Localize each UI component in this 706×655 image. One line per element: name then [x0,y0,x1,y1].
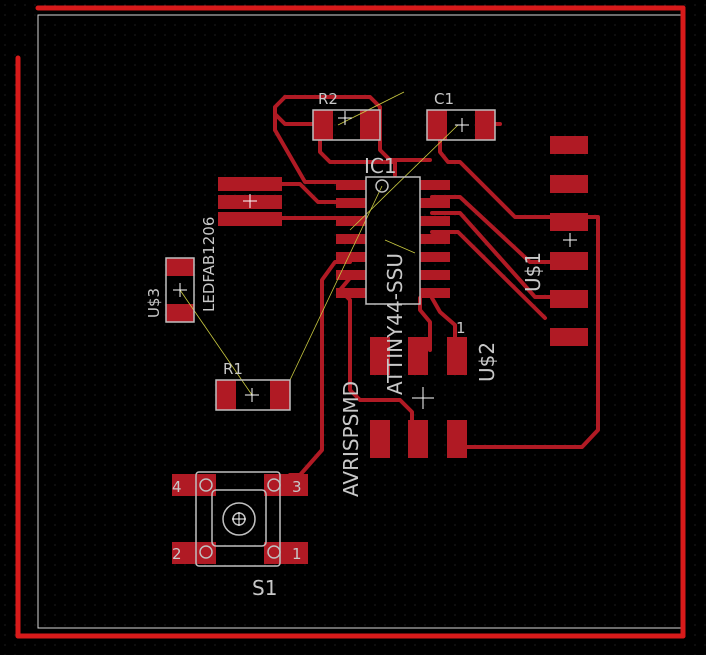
board-border [15,5,686,639]
label-r1: R1 [223,360,243,378]
label-ic1-value: ATTINY44-SSU [383,253,407,395]
label-s1: S1 [252,576,277,600]
label-s1-pin2: 2 [172,545,182,563]
label-s1-pin3: 3 [292,478,302,496]
label-s1-pin4: 4 [172,478,182,496]
label-s1-pin1: 1 [292,545,302,563]
label-led: LEDFAB1206 [200,217,218,312]
label-c1: C1 [434,90,454,108]
silkscreen [165,109,496,567]
label-u2: U$2 [475,342,499,382]
label-ic1: IC1 [364,154,397,178]
label-avr: AVRISPSMD [339,381,363,497]
label-u2-pin1: 1 [456,319,466,337]
label-u3: U$3 [145,288,163,318]
label-r2: R2 [318,90,338,108]
origin-crosses [173,111,577,526]
label-u1: U$1 [521,252,545,292]
